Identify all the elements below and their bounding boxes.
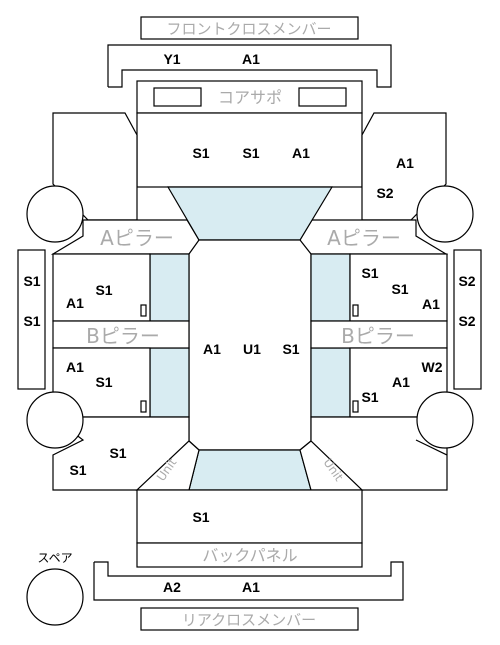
b-pillar-left-label: Bピラー — [86, 324, 160, 348]
right-rear-door-code-a1: A1 — [392, 374, 410, 390]
hood-code-s1-a: S1 — [192, 145, 209, 161]
roof-code-s1: S1 — [282, 341, 299, 357]
rear-bumper-code-a1: A1 — [242, 579, 260, 595]
back-panel-label: バックパネル — [202, 546, 297, 565]
trunk — [136, 489, 363, 544]
front-bumper-code-y1: Y1 — [163, 51, 180, 67]
front-cross-member-box — [140, 16, 359, 40]
rear-right-tire — [416, 391, 474, 449]
back-panel — [136, 542, 363, 568]
left-side-sill — [17, 249, 46, 390]
front-cross-member-label: フロントクロスメンバー — [166, 20, 331, 38]
rear-left-tire — [26, 391, 84, 449]
headlight-left — [153, 87, 202, 107]
rear-window — [188, 449, 312, 491]
front-right-tire — [416, 185, 474, 243]
hood-code-a1: A1 — [292, 145, 310, 161]
core-support-label: コアサポ — [218, 88, 282, 107]
rear-bumper — [93, 561, 404, 601]
left-quarter-code-s1-a: S1 — [109, 445, 126, 461]
left-sill-code-2: S1 — [23, 313, 40, 329]
front-bumper — [107, 44, 392, 88]
right-rear-window — [310, 347, 351, 418]
rear-cross-member-label: リアクロスメンバー — [182, 611, 316, 629]
right-front-window — [310, 253, 351, 322]
left-front-door — [52, 253, 151, 322]
right-side-sill — [453, 249, 482, 390]
left-rear-quarter — [51, 416, 190, 491]
right-sill-code-2: S2 — [458, 313, 475, 329]
spare-tire — [26, 568, 84, 626]
right-front-door-handle — [352, 304, 359, 317]
left-rear-window — [149, 347, 190, 418]
right-rear-door-handle — [352, 400, 359, 413]
right-front-door-code-s1-b: S1 — [391, 281, 408, 297]
headlight-right — [298, 87, 347, 107]
right-front-door — [349, 253, 448, 322]
trunk-code-s1: S1 — [192, 509, 209, 525]
left-rear-door-code-a1: A1 — [66, 359, 84, 375]
left-rear-door-code-s1: S1 — [95, 374, 112, 390]
roof-code-u1: U1 — [243, 341, 261, 357]
roof-code-a1: A1 — [203, 341, 221, 357]
right-sill-code-1: S2 — [458, 273, 475, 289]
left-front-door-code-s1: S1 — [95, 282, 112, 298]
b-pillar-left — [52, 320, 190, 349]
right-rear-door-code-s1: S1 — [361, 389, 378, 405]
front-left-tire — [26, 185, 84, 243]
left-quarter-code-s1-b: S1 — [69, 462, 86, 478]
a-pillar-left-label: Aピラー — [100, 226, 174, 250]
right-front-door-code-s1-a: S1 — [361, 265, 378, 281]
rear-bumper-code-a2: A2 — [163, 579, 181, 595]
right-fender-code-s2: S2 — [376, 185, 393, 201]
left-front-window — [149, 253, 190, 322]
right-front-door-code-a1: A1 — [422, 296, 440, 312]
left-sill-code-1: S1 — [23, 273, 40, 289]
spare-tire-label: スペア — [37, 551, 72, 565]
hood-code-s1-b: S1 — [242, 145, 259, 161]
left-rear-door-handle — [140, 400, 147, 413]
rear-cross-member-box — [140, 607, 359, 631]
a-pillar-right-label: Aピラー — [327, 226, 401, 250]
left-front-door-code-a1: A1 — [66, 295, 84, 311]
front-bumper-code-a1: A1 — [242, 51, 260, 67]
b-pillar-right-label: Bピラー — [341, 324, 415, 348]
right-rear-door-code-w2: W2 — [422, 359, 443, 375]
left-front-door-handle — [140, 304, 147, 317]
right-fender-code-a1: A1 — [396, 155, 414, 171]
